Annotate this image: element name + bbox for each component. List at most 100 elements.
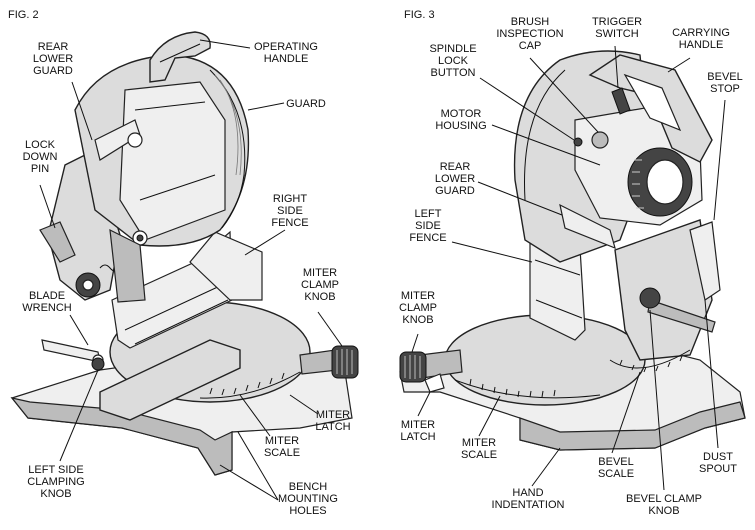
- fig2-blade-wrench: [41, 339, 101, 363]
- leader-line: [411, 333, 419, 353]
- callout-label-line: BEVEL CLAMP: [626, 493, 702, 505]
- callout-label-line: LOWER: [33, 53, 73, 65]
- fig2-guard-cover: [119, 81, 226, 241]
- callout-label-line: STOP: [710, 83, 740, 95]
- callout-label-line: LOWER: [435, 173, 475, 185]
- leader-line: [704, 299, 719, 449]
- callout-label-line: BEVEL: [598, 456, 633, 468]
- leader-line: [417, 391, 431, 417]
- callout-label-line: CLAMPING: [27, 476, 84, 488]
- leader-line: [614, 45, 619, 89]
- callout-label-line: KNOB: [648, 505, 679, 517]
- leader-line: [69, 314, 89, 346]
- leader-line: [649, 309, 665, 491]
- callout-label-line: SCALE: [461, 449, 497, 461]
- leader-line: [71, 81, 93, 141]
- leader-line: [531, 447, 561, 487]
- callout-label-line: LEFT: [415, 208, 442, 220]
- callout-label-line: LEFT SIDE: [28, 464, 83, 476]
- callout-label-line: BEVEL: [707, 71, 742, 83]
- fig3-carrying-handle: [588, 54, 713, 163]
- callout-label-line: PIN: [31, 163, 49, 175]
- fig2-saw-drawing: [10, 31, 359, 476]
- leader-line: [611, 371, 641, 454]
- leader-line: [199, 39, 251, 49]
- figure-title: FIG. 3: [404, 9, 435, 21]
- callout-label-line: HANDLE: [264, 53, 309, 65]
- leader-line: [477, 181, 563, 216]
- callout-label-line: SCALE: [264, 447, 300, 459]
- callout-label-line: MOUNTING: [278, 493, 338, 505]
- leader-line: [239, 394, 271, 437]
- callout-label-line: BRUSH: [511, 16, 550, 28]
- leader-line: [237, 431, 279, 501]
- fig2-miter-clamp-knob: [331, 345, 359, 379]
- callout-label-line: HOUSING: [435, 120, 486, 132]
- callout-label-line: FENCE: [271, 217, 308, 229]
- callout-label-line: SPINDLE: [429, 43, 476, 55]
- callout-label-line: MOTOR: [441, 108, 482, 120]
- leader-line: [219, 464, 279, 501]
- callout-layer: FIG. 2REARLOWERGUARDOPERATINGHANDLEGUARD…: [8, 9, 743, 517]
- callout-label-line: HAND: [512, 487, 543, 499]
- leader-line: [317, 311, 343, 347]
- callout-label-line: BLADE: [29, 290, 65, 302]
- leader-line: [478, 395, 501, 437]
- callout-label-line: DUST: [703, 451, 733, 463]
- callout-label-line: RIGHT: [273, 193, 308, 205]
- callout-label-line: MITER: [401, 419, 435, 431]
- callout-label-line: REAR: [440, 161, 471, 173]
- fig2-left-clamp-knob: [91, 357, 105, 371]
- callout-label-line: CARRYING: [672, 27, 730, 39]
- leader-line: [39, 184, 56, 229]
- callout-label-line: SIDE: [277, 205, 303, 217]
- fig2-column: [109, 228, 146, 303]
- fig2-right-fence: [189, 231, 263, 301]
- callout-label-line: GUARD: [286, 98, 326, 110]
- callout-label-line: KNOB: [304, 291, 335, 303]
- callout-label-line: HOLES: [289, 505, 326, 517]
- callout-label-line: MITER: [303, 267, 337, 279]
- callout-label-line: MITER: [316, 409, 350, 421]
- callout-label-line: LATCH: [400, 431, 435, 443]
- callout-label-line: CLAMP: [399, 302, 437, 314]
- fig2-table-arm: [99, 339, 241, 421]
- callout-label-line: TRIGGER: [592, 16, 642, 28]
- leader-line: [289, 394, 319, 415]
- callout-label-line: INDENTATION: [492, 499, 565, 511]
- leader-line: [491, 124, 601, 166]
- callout-label-line: KNOB: [40, 488, 71, 500]
- callout-guard: GUARD: [247, 98, 326, 111]
- fig3-dust-spout: [689, 221, 721, 301]
- callout-label-line: MITER: [265, 435, 299, 447]
- callout-label-line: WRENCH: [22, 302, 72, 314]
- leader-line: [59, 369, 99, 462]
- callout-label-line: SPOUT: [699, 463, 737, 475]
- callout-label-line: FENCE: [409, 232, 446, 244]
- callout-label-line: GUARD: [33, 65, 73, 77]
- callout-label-line: BENCH: [289, 481, 328, 493]
- fig3-miter-clamp-knob: [399, 351, 427, 383]
- callout-label-line: SWITCH: [595, 28, 638, 40]
- leader-line: [529, 57, 599, 133]
